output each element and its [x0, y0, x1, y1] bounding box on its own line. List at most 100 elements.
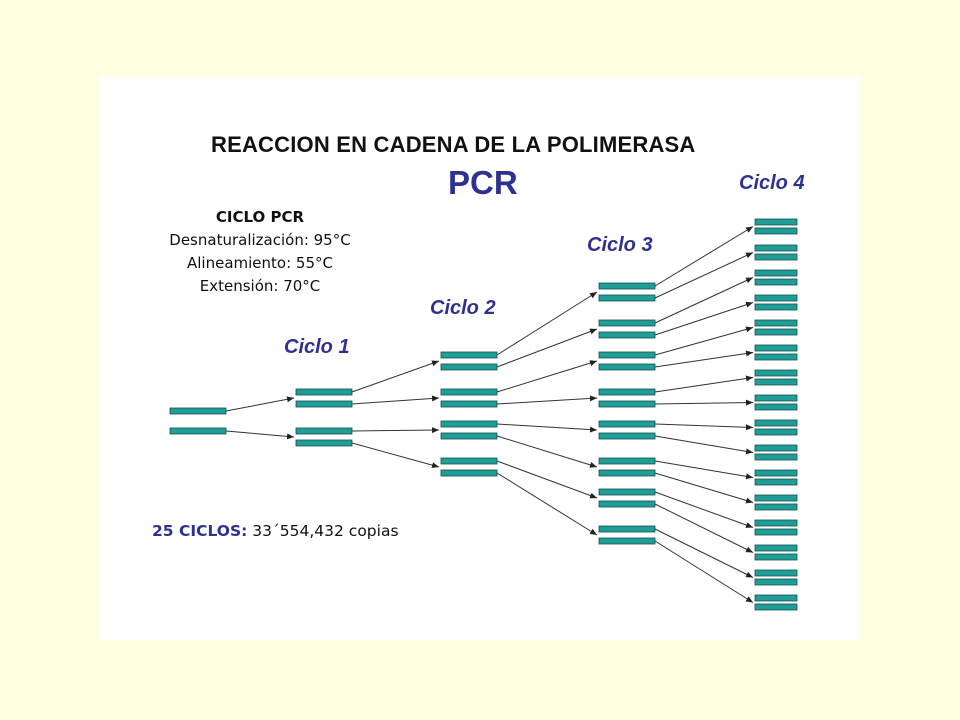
- strand-c2-0-bottom: [440, 363, 498, 371]
- arrow-c1-1-a: [351, 427, 440, 434]
- arrow-c3-0-a: [654, 226, 754, 287]
- strand-c2-3-top: [440, 457, 498, 465]
- pcr-cycle-info: CICLO PCR Desnaturalización: 95°C Alinea…: [150, 206, 370, 298]
- strand-c3-7-bottom: [598, 537, 656, 545]
- strand-c4-0-top: [754, 218, 798, 226]
- strand-c4-12-top: [754, 519, 798, 527]
- strand-c1-0-bottom: [295, 400, 353, 408]
- strand-c3-6-bottom: [598, 500, 656, 508]
- cycle-1-label: Ciclo 1: [284, 336, 350, 358]
- strand-c4-3-bottom: [754, 303, 798, 311]
- arrow-c2-0-a: [496, 291, 598, 356]
- strand-c4-5-bottom: [754, 353, 798, 361]
- strand-c1-1-top: [295, 427, 353, 435]
- strand-c2-1-bottom: [440, 400, 498, 408]
- arrow-c3-6-b: [654, 503, 754, 553]
- arrow-c2-3-b: [496, 472, 598, 536]
- strand-c3-7-top: [598, 525, 656, 533]
- arrow-c3-7-a: [654, 528, 754, 578]
- arrow-c1-0-b: [351, 395, 440, 405]
- strand-c3-5-bottom: [598, 469, 656, 477]
- strand-c4-1-bottom: [754, 253, 798, 261]
- strand-c4-9-bottom: [754, 453, 798, 461]
- strand-c4-11-top: [754, 494, 798, 502]
- strand-c4-10-bottom: [754, 478, 798, 486]
- arrow-c3-2-a: [654, 326, 754, 356]
- strand-c4-2-bottom: [754, 278, 798, 286]
- arrow-c3-7-b: [654, 540, 754, 603]
- arrow-c2-3-a: [496, 460, 598, 499]
- diagram-title: REACCION EN CADENA DE LA POLIMERASA: [211, 132, 696, 157]
- strand-c4-14-bottom: [754, 578, 798, 586]
- cycle-2-label: Ciclo 2: [430, 297, 496, 319]
- arrow-c3-3-a: [654, 375, 754, 393]
- strand-c3-2-bottom: [598, 363, 656, 371]
- pcr-cycle-heading: CICLO PCR: [215, 208, 305, 226]
- arrow-c0-0-b: [225, 430, 295, 440]
- arrow-c2-2-a: [496, 423, 598, 433]
- strand-c2-0-top: [440, 351, 498, 359]
- arrow-c2-1-b: [496, 395, 598, 405]
- strand-c4-3-top: [754, 294, 798, 302]
- strand-c3-3-top: [598, 388, 656, 396]
- arrow-c3-6-a: [654, 491, 754, 528]
- strand-c4-10-top: [754, 469, 798, 477]
- strand-c1-0-top: [295, 388, 353, 396]
- strand-c4-13-top: [754, 544, 798, 552]
- strand-c3-1-top: [598, 319, 656, 327]
- total-copies: 25 CICLOS: 33´554,432 copias: [152, 522, 399, 540]
- strand-c4-5-top: [754, 344, 798, 352]
- total-value: 33´554,432 copias: [252, 522, 399, 540]
- arrow-c3-4-a: [654, 423, 754, 431]
- cycle-4-label: Ciclo 4: [739, 172, 805, 194]
- strand-c3-4-top: [598, 420, 656, 428]
- total-label: 25 CICLOS:: [152, 522, 248, 540]
- arrow-c3-1-a: [654, 277, 754, 324]
- arrow-c3-3-b: [654, 399, 754, 406]
- strand-c4-4-top: [754, 319, 798, 327]
- strand-c1-1-bottom: [295, 439, 353, 447]
- strand-c4-1-top: [754, 244, 798, 252]
- arrow-c2-2-b: [496, 435, 598, 468]
- arrow-c3-2-b: [654, 350, 754, 368]
- strand-c4-15-bottom: [754, 603, 798, 611]
- arrow-c3-4-b: [654, 435, 754, 455]
- strand-c3-4-bottom: [598, 432, 656, 440]
- strand-c3-3-bottom: [598, 400, 656, 408]
- strand-c4-9-top: [754, 444, 798, 452]
- strand-c4-14-top: [754, 569, 798, 577]
- strand-c4-12-bottom: [754, 528, 798, 536]
- strand-c4-15-top: [754, 594, 798, 602]
- diagram-subtitle: PCR: [448, 164, 518, 201]
- strand-c4-2-top: [754, 269, 798, 277]
- strand-c4-8-bottom: [754, 428, 798, 436]
- cycle-3-label: Ciclo 3: [587, 234, 653, 256]
- strand-c2-2-top: [440, 420, 498, 428]
- strand-c4-11-bottom: [754, 503, 798, 511]
- arrow-c3-5-b: [654, 472, 754, 504]
- arrow-c1-1-b: [351, 442, 440, 469]
- arrow-c3-0-b: [654, 252, 754, 299]
- strand-c4-0-bottom: [754, 227, 798, 235]
- strand-c4-6-top: [754, 369, 798, 377]
- strand-c0-0-bottom: [169, 427, 227, 435]
- strand-c4-7-top: [754, 394, 798, 402]
- diagram-panel: [100, 77, 860, 640]
- strand-c4-4-bottom: [754, 328, 798, 336]
- strand-c3-6-top: [598, 488, 656, 496]
- strand-c3-0-bottom: [598, 294, 656, 302]
- pcr-step-denaturation: Desnaturalización: 95°C: [169, 231, 351, 249]
- arrow-c3-5-a: [654, 460, 754, 480]
- strand-c3-1-bottom: [598, 331, 656, 339]
- strand-c0-0-top: [169, 407, 227, 415]
- arrow-c2-0-b: [496, 328, 598, 368]
- strand-c4-8-top: [754, 419, 798, 427]
- arrow-c3-1-b: [654, 301, 754, 336]
- strand-c2-2-bottom: [440, 432, 498, 440]
- strand-c4-13-bottom: [754, 553, 798, 561]
- strand-c4-6-bottom: [754, 378, 798, 386]
- strand-c2-1-top: [440, 388, 498, 396]
- pcr-step-annealing: Alineamiento: 55°C: [187, 254, 333, 272]
- arrow-c0-0-a: [225, 396, 295, 412]
